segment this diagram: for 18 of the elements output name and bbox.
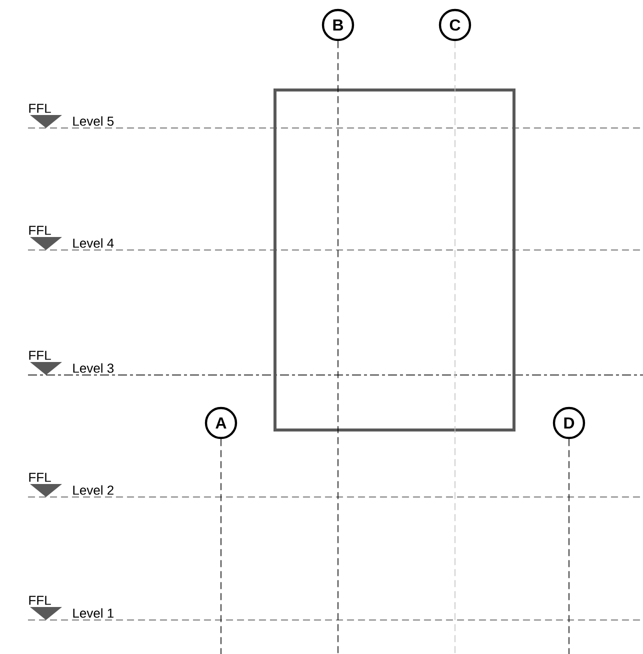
level-tag: FFL <box>29 350 51 360</box>
grid-line <box>568 438 570 654</box>
building-outline <box>274 88 516 432</box>
level-tag: FFL <box>29 596 51 605</box>
grid-line <box>220 438 222 654</box>
grid-bubble: A <box>204 406 238 440</box>
grid-line <box>454 40 456 654</box>
level-name: Level 2 <box>71 484 116 496</box>
level-name: Level 4 <box>71 237 116 249</box>
grid-bubble: B <box>322 8 354 42</box>
grid-bubble: D <box>552 406 586 440</box>
level-name: Level 5 <box>71 115 116 127</box>
grid-bubble: C <box>438 8 472 42</box>
level-tag: FFL <box>29 472 51 482</box>
level-tag: FFL <box>29 226 51 235</box>
level-tag: FFL <box>29 104 51 113</box>
level-name: Level 1 <box>71 607 116 619</box>
level-name: Level 3 <box>71 362 116 374</box>
